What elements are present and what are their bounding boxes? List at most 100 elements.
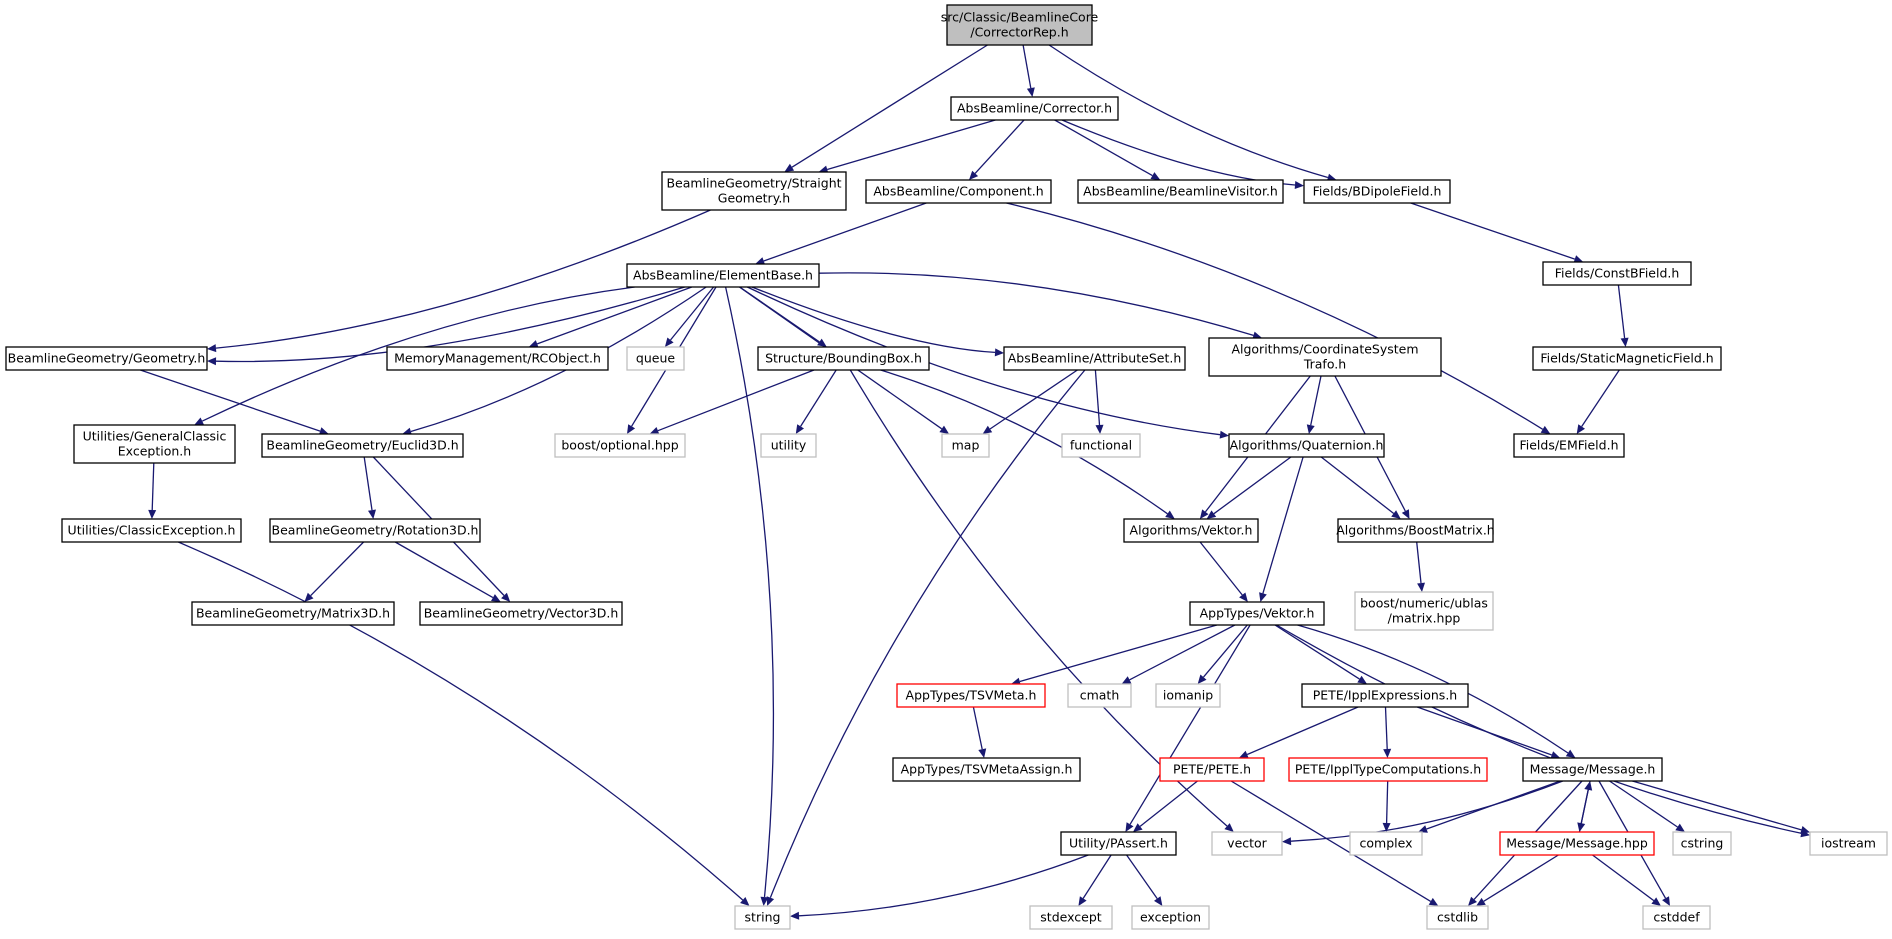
edge-root-to-straight	[791, 44, 988, 168]
edge-coordtrafo-to-quaternion	[1310, 375, 1322, 426]
arrowhead-ipplexpr-to-pete	[1238, 750, 1249, 759]
node-corrector[interactable]: AbsBeamline/Corrector.h	[950, 96, 1119, 121]
node-label: map	[952, 438, 980, 453]
node-quaternion[interactable]: Algorithms/Quaternion.h	[1228, 433, 1385, 458]
node-messageh[interactable]: Message/Message.h	[1522, 757, 1663, 782]
node-vektor[interactable]: Algorithms/Vektor.h	[1123, 518, 1259, 543]
node-emfield[interactable]: Fields/EMField.h	[1513, 433, 1625, 458]
node-elementbase[interactable]: AbsBeamline/ElementBase.h	[626, 263, 820, 288]
node-label: AbsBeamline/ElementBase.h	[633, 268, 813, 283]
node-visitor[interactable]: AbsBeamline/BeamlineVisitor.h	[1077, 179, 1284, 204]
node-box-matrix3d	[191, 601, 395, 626]
node-label: string	[745, 910, 781, 925]
node-label: boost/optional.hpp	[561, 438, 678, 453]
arrowhead-appvektor-to-messageh	[1565, 749, 1576, 758]
arrowhead-euclid-to-vector3d	[501, 592, 511, 602]
node-label: iostream	[1821, 836, 1876, 851]
node-attributeset[interactable]: AbsBeamline/AttributeSet.h	[1003, 346, 1186, 371]
node-messagehpp[interactable]: Message/Message.hpp	[1499, 831, 1655, 856]
node-iomanip: iomanip	[1155, 683, 1221, 708]
edge-quaternion-to-vektor	[1213, 456, 1292, 515]
arrowhead-root-to-straight	[784, 163, 795, 172]
node-box-euclid	[261, 433, 464, 458]
arrowhead-elementbase-to-coordtrafo	[1252, 331, 1263, 340]
edge-component-to-emfield	[1006, 202, 1544, 430]
node-passert[interactable]: Utility/PAssert.h	[1060, 831, 1177, 856]
edge-quaternion-to-boostmatrix	[1320, 456, 1395, 515]
node-box-cstring	[1672, 831, 1732, 856]
arrowhead-elementbase-to-genexc	[194, 417, 204, 425]
node-label: Algorithms/BoostMatrix.h	[1336, 523, 1494, 538]
node-constb[interactable]: Fields/ConstBField.h	[1542, 261, 1692, 286]
node-box-optional	[554, 433, 686, 458]
node-matrix3d[interactable]: BeamlineGeometry/Matrix3D.h	[191, 601, 395, 626]
node-label: PETE/IpplExpressions.h	[1313, 688, 1457, 703]
node-box-messagehpp	[1499, 831, 1655, 856]
node-box-passert	[1060, 831, 1177, 856]
node-staticmag[interactable]: Fields/StaticMagneticField.h	[1532, 346, 1722, 371]
node-label: BeamlineGeometry/Euclid3D.h	[266, 438, 458, 453]
arrowhead-boundingbox-to-utility	[795, 424, 804, 434]
arrowhead-elementbase-to-optional	[627, 424, 636, 434]
edge-appvektor-to-tsvmeta	[1019, 624, 1218, 683]
node-box-quaternion	[1228, 433, 1385, 458]
node-tsvmetaassign[interactable]: AppTypes/TSVMetaAssign.h	[892, 757, 1081, 782]
edge-messageh-to-complex	[1426, 780, 1561, 830]
node-stdexcept: stdexcept	[1029, 905, 1113, 930]
node-bdipole[interactable]: Fields/BDipoleField.h	[1303, 179, 1451, 204]
node-box-string	[734, 905, 791, 930]
node-rcobject[interactable]: MemoryManagement/RCObject.h	[386, 346, 609, 371]
node-typecomp[interactable]: PETE/IpplTypeComputations.h	[1288, 757, 1488, 782]
arrowhead-pete-to-cstdlib	[1428, 897, 1439, 906]
arrowhead-typecomp-to-complex	[1382, 822, 1391, 832]
node-label: cmath	[1080, 688, 1120, 703]
node-appvektor[interactable]: AppTypes/Vektor.h	[1189, 601, 1325, 626]
edge-passert-to-string	[798, 854, 1089, 917]
node-box-boundingbox	[757, 346, 930, 371]
node-boundingbox[interactable]: Structure/BoundingBox.h	[757, 346, 930, 371]
node-box-staticmag	[1532, 346, 1722, 371]
node-box-cstdlib	[1426, 905, 1489, 930]
node-root[interactable]: src/Classic/BeamlineCore/CorrectorRep.h	[941, 4, 1099, 46]
arrowhead-ipplexpr-to-typecomp	[1383, 748, 1392, 758]
edge-root-to-bdipole	[1048, 44, 1329, 179]
arrowhead-passert-to-stdexcept	[1078, 896, 1087, 906]
edge-boundingbox-to-utility	[800, 369, 837, 427]
node-label: /CorrectorRep.h	[970, 25, 1068, 40]
node-label: BeamlineGeometry/Vector3D.h	[424, 606, 619, 621]
arrowhead-pete-to-passert	[1133, 823, 1143, 832]
edge-euclid-to-rotation	[363, 456, 373, 511]
node-ipplexpr[interactable]: PETE/IpplExpressions.h	[1301, 683, 1469, 708]
node-box-elementbase	[626, 263, 820, 288]
arrowhead-passert-to-string	[790, 911, 800, 920]
edge-genexc-to-classicexc	[151, 462, 155, 511]
node-box-rcobject	[386, 346, 609, 371]
node-pete[interactable]: PETE/PETE.h	[1159, 757, 1265, 782]
node-box-vektor	[1123, 518, 1259, 543]
node-label: Structure/BoundingBox.h	[765, 351, 922, 366]
node-cmath: cmath	[1067, 683, 1132, 708]
node-vector3d[interactable]: BeamlineGeometry/Vector3D.h	[419, 601, 623, 626]
node-functional: functional	[1061, 433, 1141, 458]
edges-layer	[140, 44, 1810, 920]
edge-attributeset-to-functional	[1094, 369, 1101, 426]
arrowhead-root-to-corrector	[1026, 87, 1035, 97]
arrowhead-elementbase-to-rcobject	[528, 340, 539, 348]
arrowhead-attributeset-to-functional	[1095, 424, 1104, 434]
node-boostmatrix[interactable]: Algorithms/BoostMatrix.h	[1336, 518, 1495, 543]
node-vector: vector	[1211, 831, 1283, 856]
node-box-vector3d	[419, 601, 623, 626]
node-euclid[interactable]: BeamlineGeometry/Euclid3D.h	[261, 433, 464, 458]
node-component[interactable]: AbsBeamline/Component.h	[865, 179, 1052, 204]
node-geometry[interactable]: BeamlineGeometry/Geometry.h	[5, 346, 208, 371]
edge-appvektor-to-iomanip	[1203, 624, 1248, 678]
node-label: vector	[1227, 836, 1268, 851]
node-tsvmeta[interactable]: AppTypes/TSVMeta.h	[896, 683, 1046, 708]
node-classicexc[interactable]: Utilities/ClassicException.h	[61, 518, 242, 543]
node-rotation[interactable]: BeamlineGeometry/Rotation3D.h	[269, 518, 481, 543]
edge-constb-to-staticmag	[1617, 284, 1626, 339]
node-label: cstdlib	[1437, 910, 1478, 925]
